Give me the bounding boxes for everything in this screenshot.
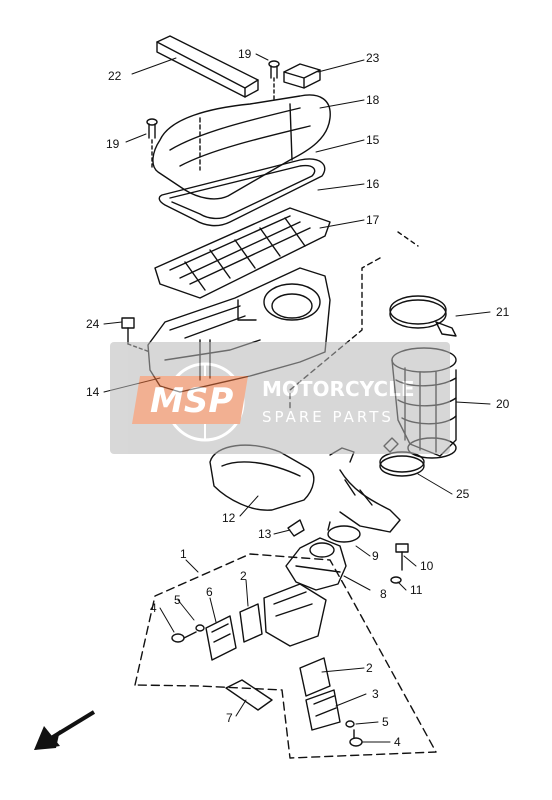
part-4-screw-right [349, 729, 363, 747]
part-carburetor-joint-area [329, 447, 401, 533]
callout-14: 14 [86, 385, 100, 399]
part-18-air-cleaner-cover [152, 94, 331, 200]
part-6-reed-plate [205, 615, 237, 661]
leader-lines [103, 53, 491, 743]
callout-10: 10 [420, 559, 434, 573]
callout-19-left: 19 [106, 137, 120, 151]
part-16-gasket [158, 158, 326, 227]
part-5-washer-left [195, 624, 205, 632]
watermark: MSP MOTORCYCLE SPARE PARTS [110, 342, 450, 454]
part-21-hose-clamp [389, 295, 457, 337]
callout-24: 24 [86, 317, 100, 331]
watermark-logo-badge [132, 376, 248, 424]
part-reed-block-center [263, 583, 327, 647]
part-5-washer-right [345, 720, 355, 728]
callout-25: 25 [456, 487, 470, 501]
assembly-1-boundary [134, 553, 437, 759]
callout-15: 15 [366, 133, 380, 147]
part-2-reed-stopper-lower [299, 657, 331, 697]
part-4-screw-left [171, 631, 197, 643]
callout-19-top: 19 [238, 47, 252, 61]
callout-1: 1 [180, 547, 187, 561]
callout-labels: 22 19 23 18 19 15 16 17 21 24 14 20 25 1… [86, 47, 510, 749]
watermark-title: MOTORCYCLE [262, 377, 414, 401]
part-11-washer [390, 576, 402, 584]
part-19-screw-left [146, 118, 158, 171]
callout-22: 22 [108, 69, 122, 83]
callout-17: 17 [366, 213, 380, 227]
callout-8: 8 [380, 587, 387, 601]
part-7-gasket [225, 679, 273, 711]
part-12-filter-element [209, 444, 315, 511]
callout-13: 13 [258, 527, 272, 541]
callout-3: 3 [372, 687, 379, 701]
callout-4-right: 4 [394, 735, 401, 749]
callout-16: 16 [366, 177, 380, 191]
part-2-reed-stopper-upper [239, 603, 263, 643]
part-13-clip [287, 519, 305, 537]
watermark-subtitle: SPARE PARTS [262, 408, 394, 426]
watermark-band [110, 342, 450, 454]
part-17-air-filter-element [154, 207, 331, 299]
callout-2-lower: 2 [366, 661, 373, 675]
callout-7: 7 [226, 711, 233, 725]
callout-20: 20 [496, 397, 510, 411]
watermark-logo-text: MSP [150, 381, 233, 421]
part-3-reed-plate [305, 689, 341, 731]
callout-23: 23 [366, 51, 380, 65]
part-8-intake-joint [285, 537, 347, 591]
callout-21: 21 [496, 305, 510, 319]
callout-18: 18 [366, 93, 380, 107]
callout-5-left: 5 [174, 593, 181, 607]
callout-12: 12 [222, 511, 236, 525]
callout-6: 6 [206, 585, 213, 599]
callout-5-right: 5 [382, 715, 389, 729]
callout-4-left: 4 [150, 601, 157, 615]
callout-9: 9 [372, 549, 379, 563]
callout-11: 11 [410, 583, 423, 597]
part-9-clamp [327, 521, 361, 543]
part-10-bolt [395, 543, 409, 571]
part-22-foam-strip [156, 35, 259, 98]
part-23-foam-block [283, 63, 321, 89]
front-direction-arrow-icon [34, 710, 96, 750]
callout-2-upper: 2 [240, 569, 247, 583]
